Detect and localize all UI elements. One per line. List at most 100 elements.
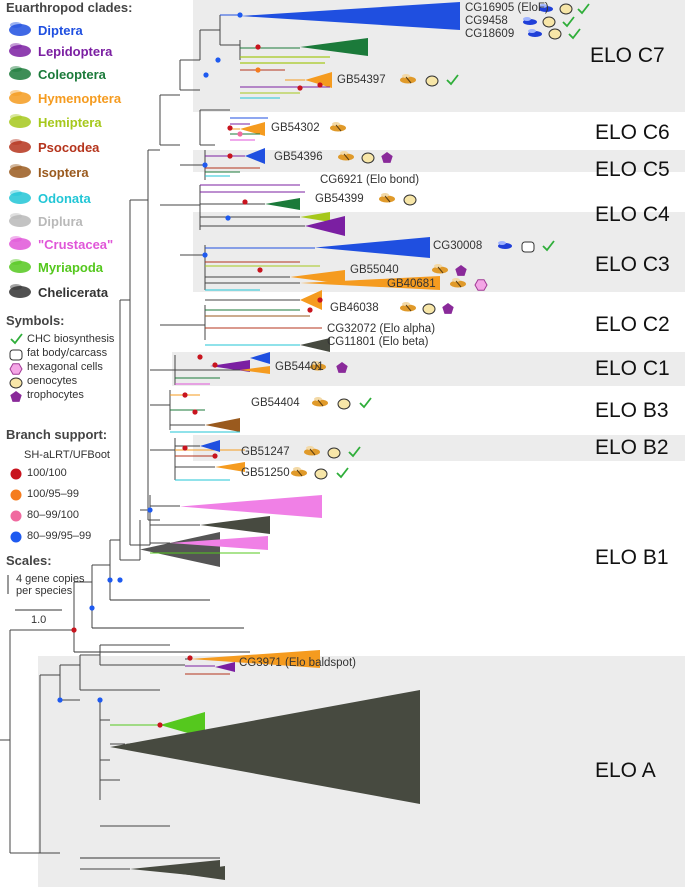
symbol-legend-label: oenocytes	[27, 375, 78, 387]
support-legend-label: 80–99/95–99	[27, 530, 92, 542]
collapsed-clade	[210, 360, 250, 372]
tip-label: GB46038	[330, 302, 379, 314]
bee-wing	[314, 397, 322, 401]
collapsed-clade	[300, 212, 330, 222]
clade-legend-label: Psocodea	[38, 140, 100, 155]
fly-icon	[523, 17, 537, 25]
collapsed-clade	[200, 440, 220, 452]
ellipse-icon	[425, 75, 439, 87]
scales-title: Scales:	[6, 553, 52, 568]
tip-label: CG16905 (EloF)	[465, 2, 549, 14]
collapsed-clade	[140, 532, 220, 567]
collapsed-clade	[215, 462, 245, 472]
collapsed-clade	[265, 198, 300, 210]
support-node	[255, 67, 261, 73]
ellipse-icon	[403, 194, 417, 206]
bee-wing	[452, 278, 460, 282]
bee-wing	[402, 74, 410, 78]
collapsed-clade	[240, 2, 460, 30]
support-dot	[10, 468, 22, 480]
support-node	[202, 162, 208, 168]
group-label-c6: ELO C6	[595, 121, 670, 144]
support-node	[117, 577, 123, 583]
collapsed-clade	[110, 690, 420, 804]
tip-label: GB51247	[241, 446, 290, 458]
clade-legend-label: Diptera	[38, 23, 83, 38]
bee-wing	[306, 446, 314, 450]
support-node	[225, 215, 231, 221]
bee-icon	[450, 278, 466, 288]
symbols-title: Symbols:	[6, 313, 65, 328]
clade-legend-label: Myriapoda	[38, 260, 104, 275]
symbol-legend-label: trophocytes	[27, 389, 84, 401]
clade-legend-label: Lepidoptera	[38, 44, 113, 59]
support-node	[202, 252, 208, 258]
group-label-b3: ELO B3	[595, 399, 669, 422]
group-label-c1: ELO C1	[595, 357, 670, 380]
support-legend-label: 100/100	[27, 467, 67, 479]
bee-stripe	[437, 266, 444, 274]
ellipse-icon	[548, 28, 562, 40]
chelicerata-icon	[9, 286, 31, 298]
myriapoda-icon-wing	[10, 259, 22, 265]
group-label-a: ELO A	[595, 759, 656, 782]
clades-title: Euarthropod clades:	[6, 0, 133, 15]
collapsed-clade	[300, 38, 368, 56]
support-node	[203, 72, 209, 78]
ellipse-icon	[327, 447, 341, 459]
check-icon	[348, 446, 361, 458]
coleoptera-icon	[9, 68, 31, 80]
odonata-icon	[9, 192, 31, 204]
symbol-legend-label: CHC biosynthesis	[27, 333, 115, 345]
group-band	[193, 435, 685, 461]
support-node	[197, 354, 203, 360]
check-icon	[446, 74, 459, 86]
tip-label: GB54396	[274, 151, 323, 163]
collapsed-clade	[160, 712, 205, 738]
group-label-c5: ELO C5	[595, 158, 670, 181]
bee-stripe	[315, 363, 322, 371]
hymenoptera-icon-wing	[10, 90, 22, 96]
collapsed-clade	[170, 536, 268, 550]
odonata-icon-wing	[10, 190, 22, 196]
rounded-rect-icon	[521, 241, 535, 253]
psocodea-icon-wing	[10, 139, 22, 145]
fly-wing	[539, 4, 547, 8]
group-label-b2: ELO B2	[595, 436, 669, 459]
collapsed-clade	[300, 338, 330, 352]
ellipse-icon	[337, 398, 351, 410]
clade-legend-label: "Crustacea"	[38, 237, 114, 252]
bee-stripe	[296, 469, 303, 477]
ellipse-icon	[314, 468, 328, 480]
clade-legend-label: Coleoptera	[38, 67, 106, 82]
tip-label: GB55040	[350, 264, 399, 276]
clade-legend-label: Diplura	[38, 214, 83, 229]
collapsed-clade	[300, 290, 322, 310]
check-icon	[542, 240, 555, 252]
support-node	[147, 507, 153, 513]
bee-stripe	[335, 124, 342, 132]
bee-wing	[312, 361, 320, 365]
support-node	[227, 153, 233, 159]
hexagon-icon	[474, 279, 488, 291]
clade-legend-label: Odonata	[38, 191, 91, 206]
bee-stripe	[405, 304, 412, 312]
check-icon	[359, 397, 372, 409]
ellipse-icon	[559, 3, 573, 15]
tip-label: GB54404	[251, 397, 300, 409]
bee-icon	[330, 122, 346, 132]
collapsed-clade	[245, 148, 265, 164]
fly-icon	[498, 241, 512, 249]
support-dot	[10, 510, 22, 522]
collapsed-clade	[240, 122, 265, 136]
collapsed-clade	[315, 237, 430, 258]
diptera-icon-wing	[10, 22, 22, 28]
collapsed-clade	[215, 662, 235, 672]
legend-graphics	[7, 22, 62, 611]
support-node	[182, 392, 188, 398]
tip-label: CG18609	[465, 28, 515, 40]
support-node	[227, 125, 233, 131]
symbol-legend-label: fat body/carcass	[27, 347, 108, 359]
bee-icon	[310, 361, 326, 371]
